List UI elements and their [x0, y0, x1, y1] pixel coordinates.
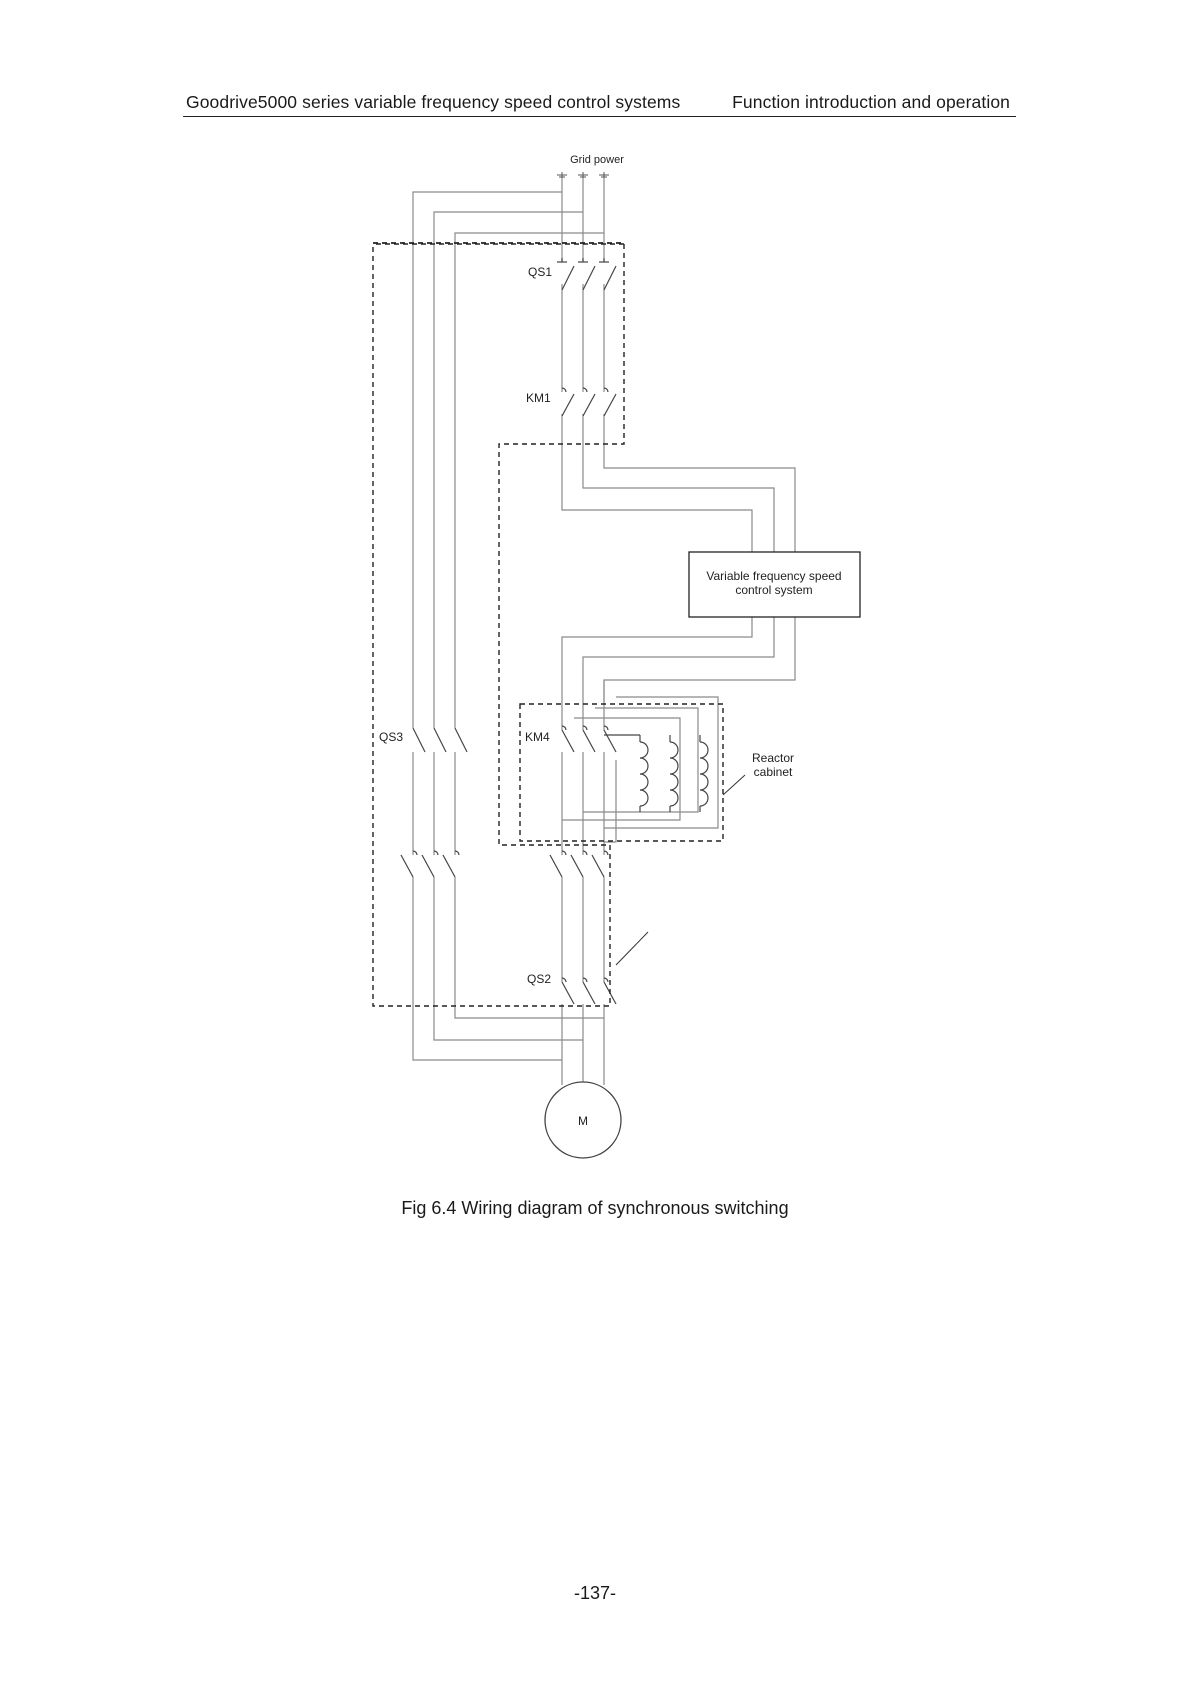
- km1-label: KM1: [526, 391, 551, 405]
- qs1-label: QS1: [528, 265, 552, 279]
- km4-label: KM4: [525, 730, 550, 744]
- page-number: -137-: [0, 1583, 1190, 1604]
- reactor-label-line2: cabinet: [754, 765, 793, 779]
- vfd-label-line2: control system: [735, 583, 812, 597]
- wiring-lines: [413, 178, 795, 1085]
- reactor-coils: [604, 735, 708, 812]
- motor-label: M: [578, 1114, 588, 1128]
- reactor-label-line1: Reactor: [752, 751, 794, 765]
- dashed-boundaries: [373, 243, 723, 1006]
- switch-symbols: [401, 258, 616, 1004]
- figure-caption: Fig 6.4 Wiring diagram of synchronous sw…: [0, 1198, 1190, 1219]
- qs2-label: QS2: [527, 972, 551, 986]
- qs3-label: QS3: [379, 730, 403, 744]
- grid-terminal-symbols: [557, 172, 609, 178]
- vfd-label-line1: Variable frequency speed: [706, 569, 841, 583]
- grid-power-label: Grid power: [570, 154, 624, 166]
